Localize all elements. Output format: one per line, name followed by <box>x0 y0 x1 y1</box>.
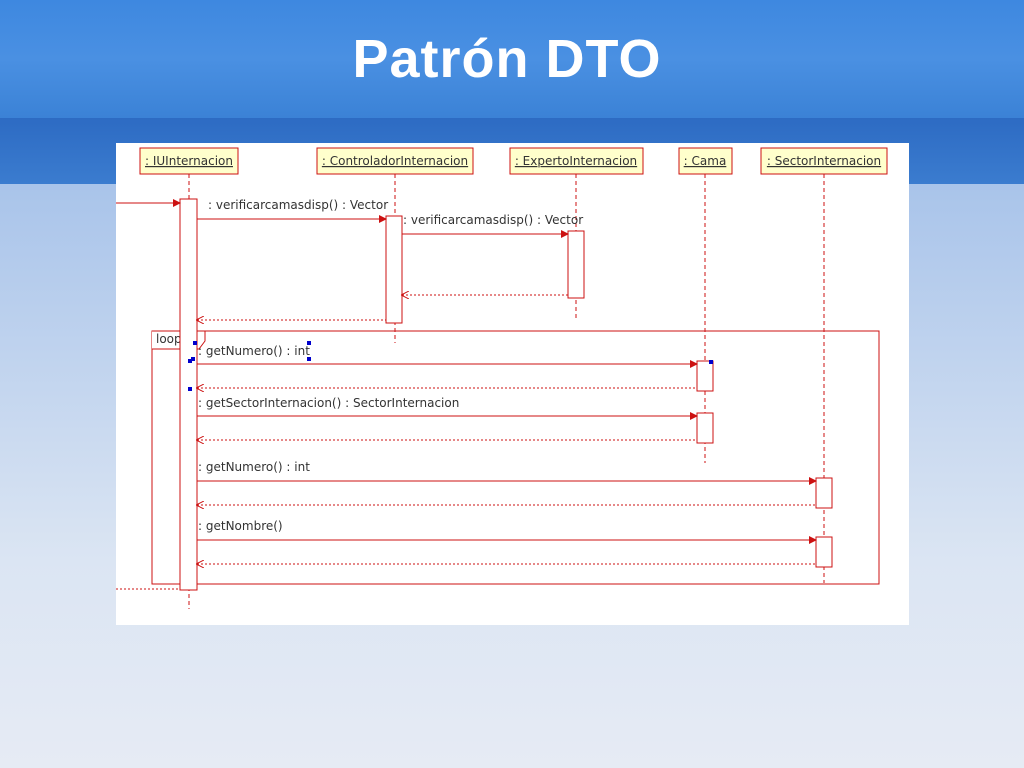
lifeline-label: : SectorInternacion <box>767 154 881 168</box>
sequence-diagram-canvas: : IUInternacion : ControladorInternacion… <box>116 147 888 609</box>
lifeline-label: : ControladorInternacion <box>322 154 468 168</box>
loop-fragment[interactable]: loop <box>151 330 880 585</box>
message-label: : getNumero() : int <box>198 460 310 474</box>
lifeline-iuinternacion[interactable]: : IUInternacion <box>139 147 239 175</box>
loop-label: loop <box>156 332 182 346</box>
message-label: : getSectorInternacion() : SectorInterna… <box>198 396 459 410</box>
message-label: : verificarcamasdisp() : Vector <box>403 213 583 227</box>
lifeline-label: : ExpertoInternacion <box>515 154 637 168</box>
lifeline-controladorinternacion[interactable]: : ControladorInternacion <box>316 147 474 175</box>
slide-title: Patrón DTO <box>352 29 662 89</box>
message-label: : getNombre() <box>198 519 283 533</box>
lifeline-cama[interactable]: : Cama <box>678 147 733 175</box>
message-label: : verificarcamasdisp() : Vector <box>208 198 388 212</box>
sequence-diagram: : IUInternacion : ControladorInternacion… <box>116 143 909 625</box>
lifeline-label: : Cama <box>684 154 727 168</box>
lifeline-expertointernacion[interactable]: : ExpertoInternacion <box>509 147 644 175</box>
lifeline-sectorinternacion[interactable]: : SectorInternacion <box>760 147 888 175</box>
lifeline-label: : IUInternacion <box>145 154 233 168</box>
message-label: : getNumero() : int <box>198 344 310 358</box>
selection-handles[interactable] <box>188 341 713 391</box>
activation-bars <box>179 198 833 591</box>
lifeline-dashes <box>188 174 825 609</box>
slide-header <box>0 0 1024 118</box>
